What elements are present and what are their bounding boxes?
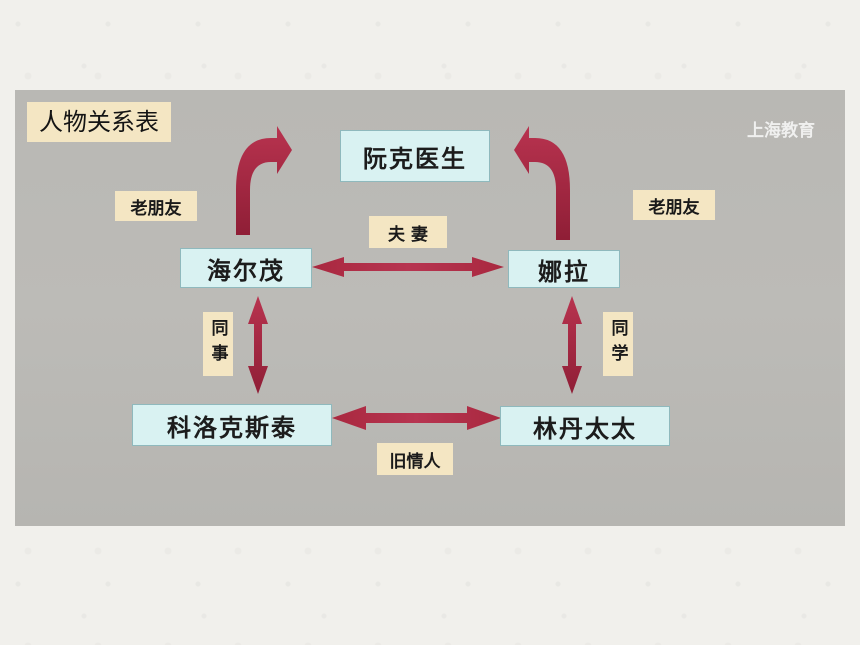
old-friend-arrow-left <box>236 126 292 235</box>
node-mrs-linde: 林丹太太 <box>500 406 670 446</box>
node-krogstad: 科洛克斯泰 <box>132 404 332 446</box>
node-nora: 娜拉 <box>508 250 620 288</box>
label-spouse: 夫 妻 <box>369 216 447 248</box>
label-classmate: 同学 <box>603 312 633 376</box>
classmate-arrow <box>562 296 582 394</box>
watermark-logo: 上海教育 <box>747 121 815 141</box>
node-helmer: 海尔茂 <box>180 248 312 288</box>
diagram-title: 人物关系表 <box>27 102 171 142</box>
old-friend-arrow-right <box>514 126 570 240</box>
label-old-friend-left: 老朋友 <box>115 191 197 221</box>
old-lover-arrow <box>332 406 501 430</box>
relation-arrows <box>236 126 582 430</box>
spouse-arrow <box>312 257 504 277</box>
diagram-panel: 人物关系表 上海教育 阮克医生 海尔茂 娜拉 科洛克斯泰 林丹太太 老朋友 老朋… <box>15 90 845 526</box>
label-old-friend-right: 老朋友 <box>633 190 715 220</box>
label-colleague: 同事 <box>203 312 233 376</box>
node-doctor-rank: 阮克医生 <box>340 130 490 182</box>
label-old-lover: 旧情人 <box>377 443 453 475</box>
colleague-arrow <box>248 296 268 394</box>
